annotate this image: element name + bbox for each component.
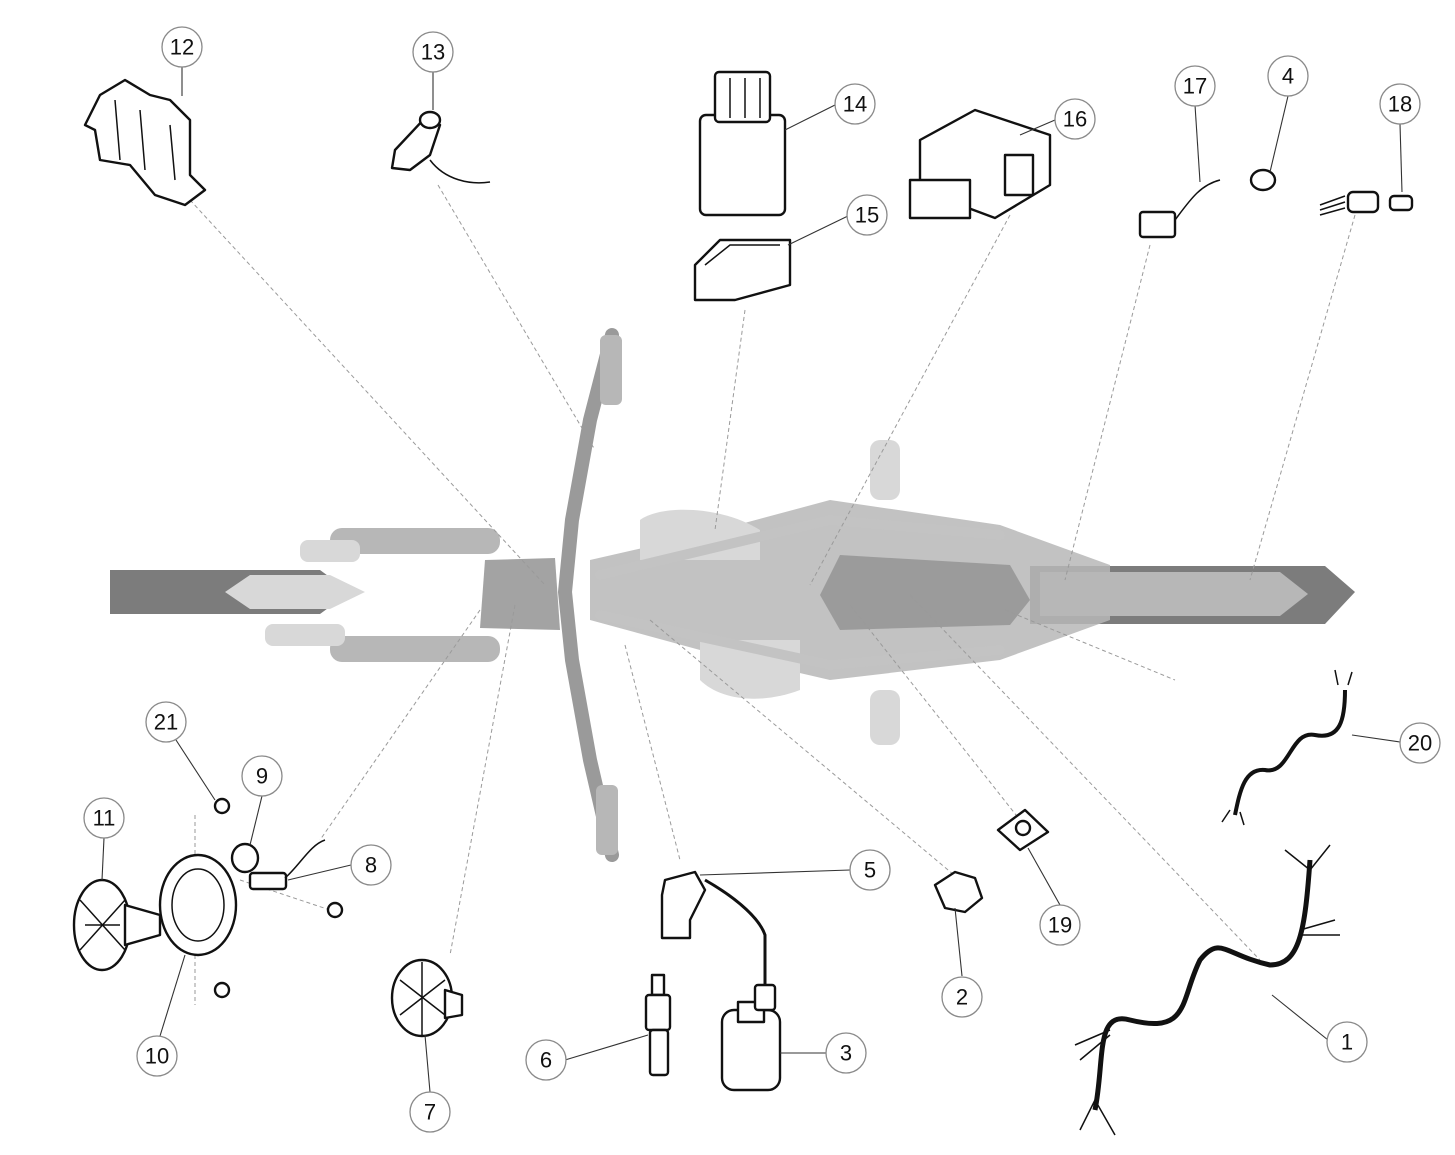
callout-2: 2 — [941, 976, 983, 1018]
relay-holder-part — [693, 238, 792, 302]
headlight-housing-part — [158, 853, 238, 957]
callout-13: 13 — [412, 31, 454, 73]
callout-12: 12 — [161, 26, 203, 68]
callout-21: 21 — [145, 701, 187, 743]
plug-cap-part — [660, 870, 767, 985]
callout-17: 17 — [1174, 65, 1216, 107]
callout-8-label: 8 — [365, 853, 377, 878]
bracket-part — [908, 108, 1052, 220]
callout-13-label: 13 — [421, 40, 445, 65]
callout-17-label: 17 — [1183, 74, 1207, 99]
callout-2-label: 2 — [956, 985, 968, 1010]
callout-18-label: 18 — [1388, 92, 1412, 117]
callout-6: 6 — [525, 1039, 567, 1081]
grommet-part — [1249, 168, 1277, 192]
bulb-socket-part — [1319, 190, 1414, 216]
headlight-part — [72, 878, 162, 972]
callout-10-label: 10 — [145, 1044, 169, 1069]
horn-part — [390, 958, 464, 1038]
callout-5: 5 — [849, 849, 891, 891]
callout-7: 7 — [409, 1091, 451, 1133]
callout-21-label: 21 — [154, 710, 178, 735]
connector-part — [1138, 179, 1221, 239]
callout-19: 19 — [1039, 904, 1081, 946]
callout-14-label: 14 — [843, 92, 867, 117]
callout-8: 8 — [350, 844, 392, 886]
callout-15: 15 — [846, 194, 888, 236]
callout-9: 9 — [241, 755, 283, 797]
clutch-switch-part — [390, 110, 491, 184]
callout-leaders — [101, 67, 1403, 1093]
connector-8-part — [248, 839, 326, 891]
relay-part — [698, 70, 787, 217]
ignition-coil-part — [720, 983, 782, 1092]
callout-20: 20 — [1399, 722, 1441, 764]
grommet-9-part — [230, 842, 260, 874]
handlebar-switch-part — [83, 78, 207, 207]
callout-14: 14 — [834, 83, 876, 125]
callout-1-label: 1 — [1341, 1030, 1353, 1055]
callout-4-label: 4 — [1282, 64, 1294, 89]
callout-11: 11 — [83, 797, 125, 839]
leader-lines — [189, 184, 1356, 1005]
callout-20-label: 20 — [1408, 731, 1432, 756]
cap-rubber-part — [933, 870, 984, 914]
callout-19-label: 19 — [1048, 913, 1072, 938]
callout-16-label: 16 — [1063, 107, 1087, 132]
callout-4: 4 — [1267, 55, 1309, 97]
callout-11-label: 11 — [93, 806, 116, 831]
callout-3: 3 — [825, 1032, 867, 1074]
callout-18: 18 — [1379, 83, 1421, 125]
callout-12-label: 12 — [170, 35, 194, 60]
callout-1: 1 — [1326, 1021, 1368, 1063]
callout-6-label: 6 — [540, 1048, 552, 1073]
callout-7-label: 7 — [424, 1100, 436, 1125]
callout-10: 10 — [136, 1035, 178, 1077]
callout-16: 16 — [1054, 98, 1096, 140]
callout-15-label: 15 — [855, 203, 879, 228]
small-harness-part — [1221, 669, 1353, 826]
clip-nut-part — [996, 808, 1050, 852]
main-harness-part — [1074, 844, 1340, 1136]
spark-plug-part — [644, 973, 672, 1077]
callout-5-label: 5 — [864, 858, 876, 883]
callout-3-label: 3 — [840, 1041, 852, 1066]
callout-9-label: 9 — [256, 764, 268, 789]
motorcycle-top-view — [110, 328, 1355, 862]
screw-part — [213, 797, 344, 999]
